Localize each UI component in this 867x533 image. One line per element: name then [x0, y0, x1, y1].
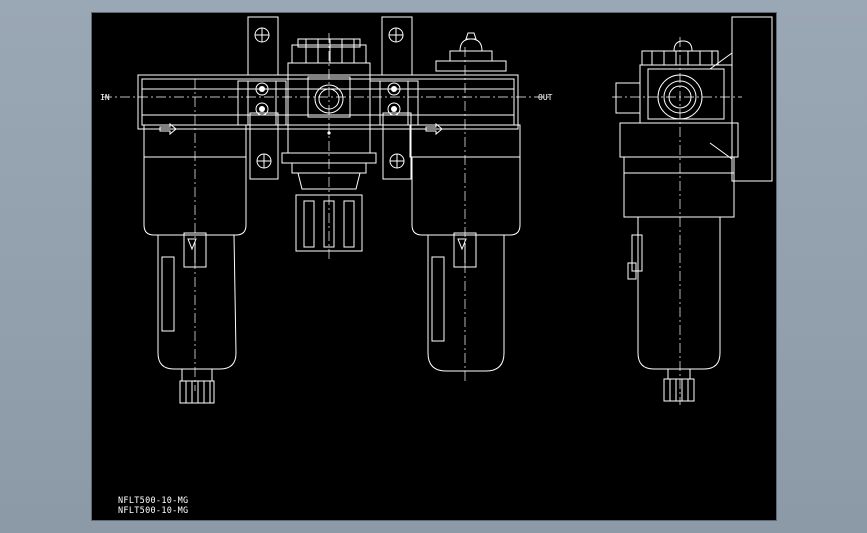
mounting-bracket-left: [247, 16, 279, 180]
side-view: [612, 16, 773, 405]
centerlines-front: [102, 33, 552, 391]
manifold-body: [137, 74, 519, 130]
outlet-port-label: OUT: [538, 93, 553, 102]
inlet-port-label: IN: [100, 93, 110, 102]
connector-bolts: [255, 82, 401, 116]
front-view: IN OUT: [100, 16, 553, 404]
mounting-bracket-right: [381, 16, 413, 180]
cad-drawing: IN OUT: [100, 16, 773, 405]
title-block: NFLT500-10-MG NFLT500-10-MG: [118, 496, 188, 516]
cad-viewport[interactable]: IN OUT: [91, 12, 777, 521]
model-number-line-1: NFLT500-10-MG: [118, 496, 189, 506]
model-number-line-2: NFLT500-10-MG: [118, 506, 189, 516]
